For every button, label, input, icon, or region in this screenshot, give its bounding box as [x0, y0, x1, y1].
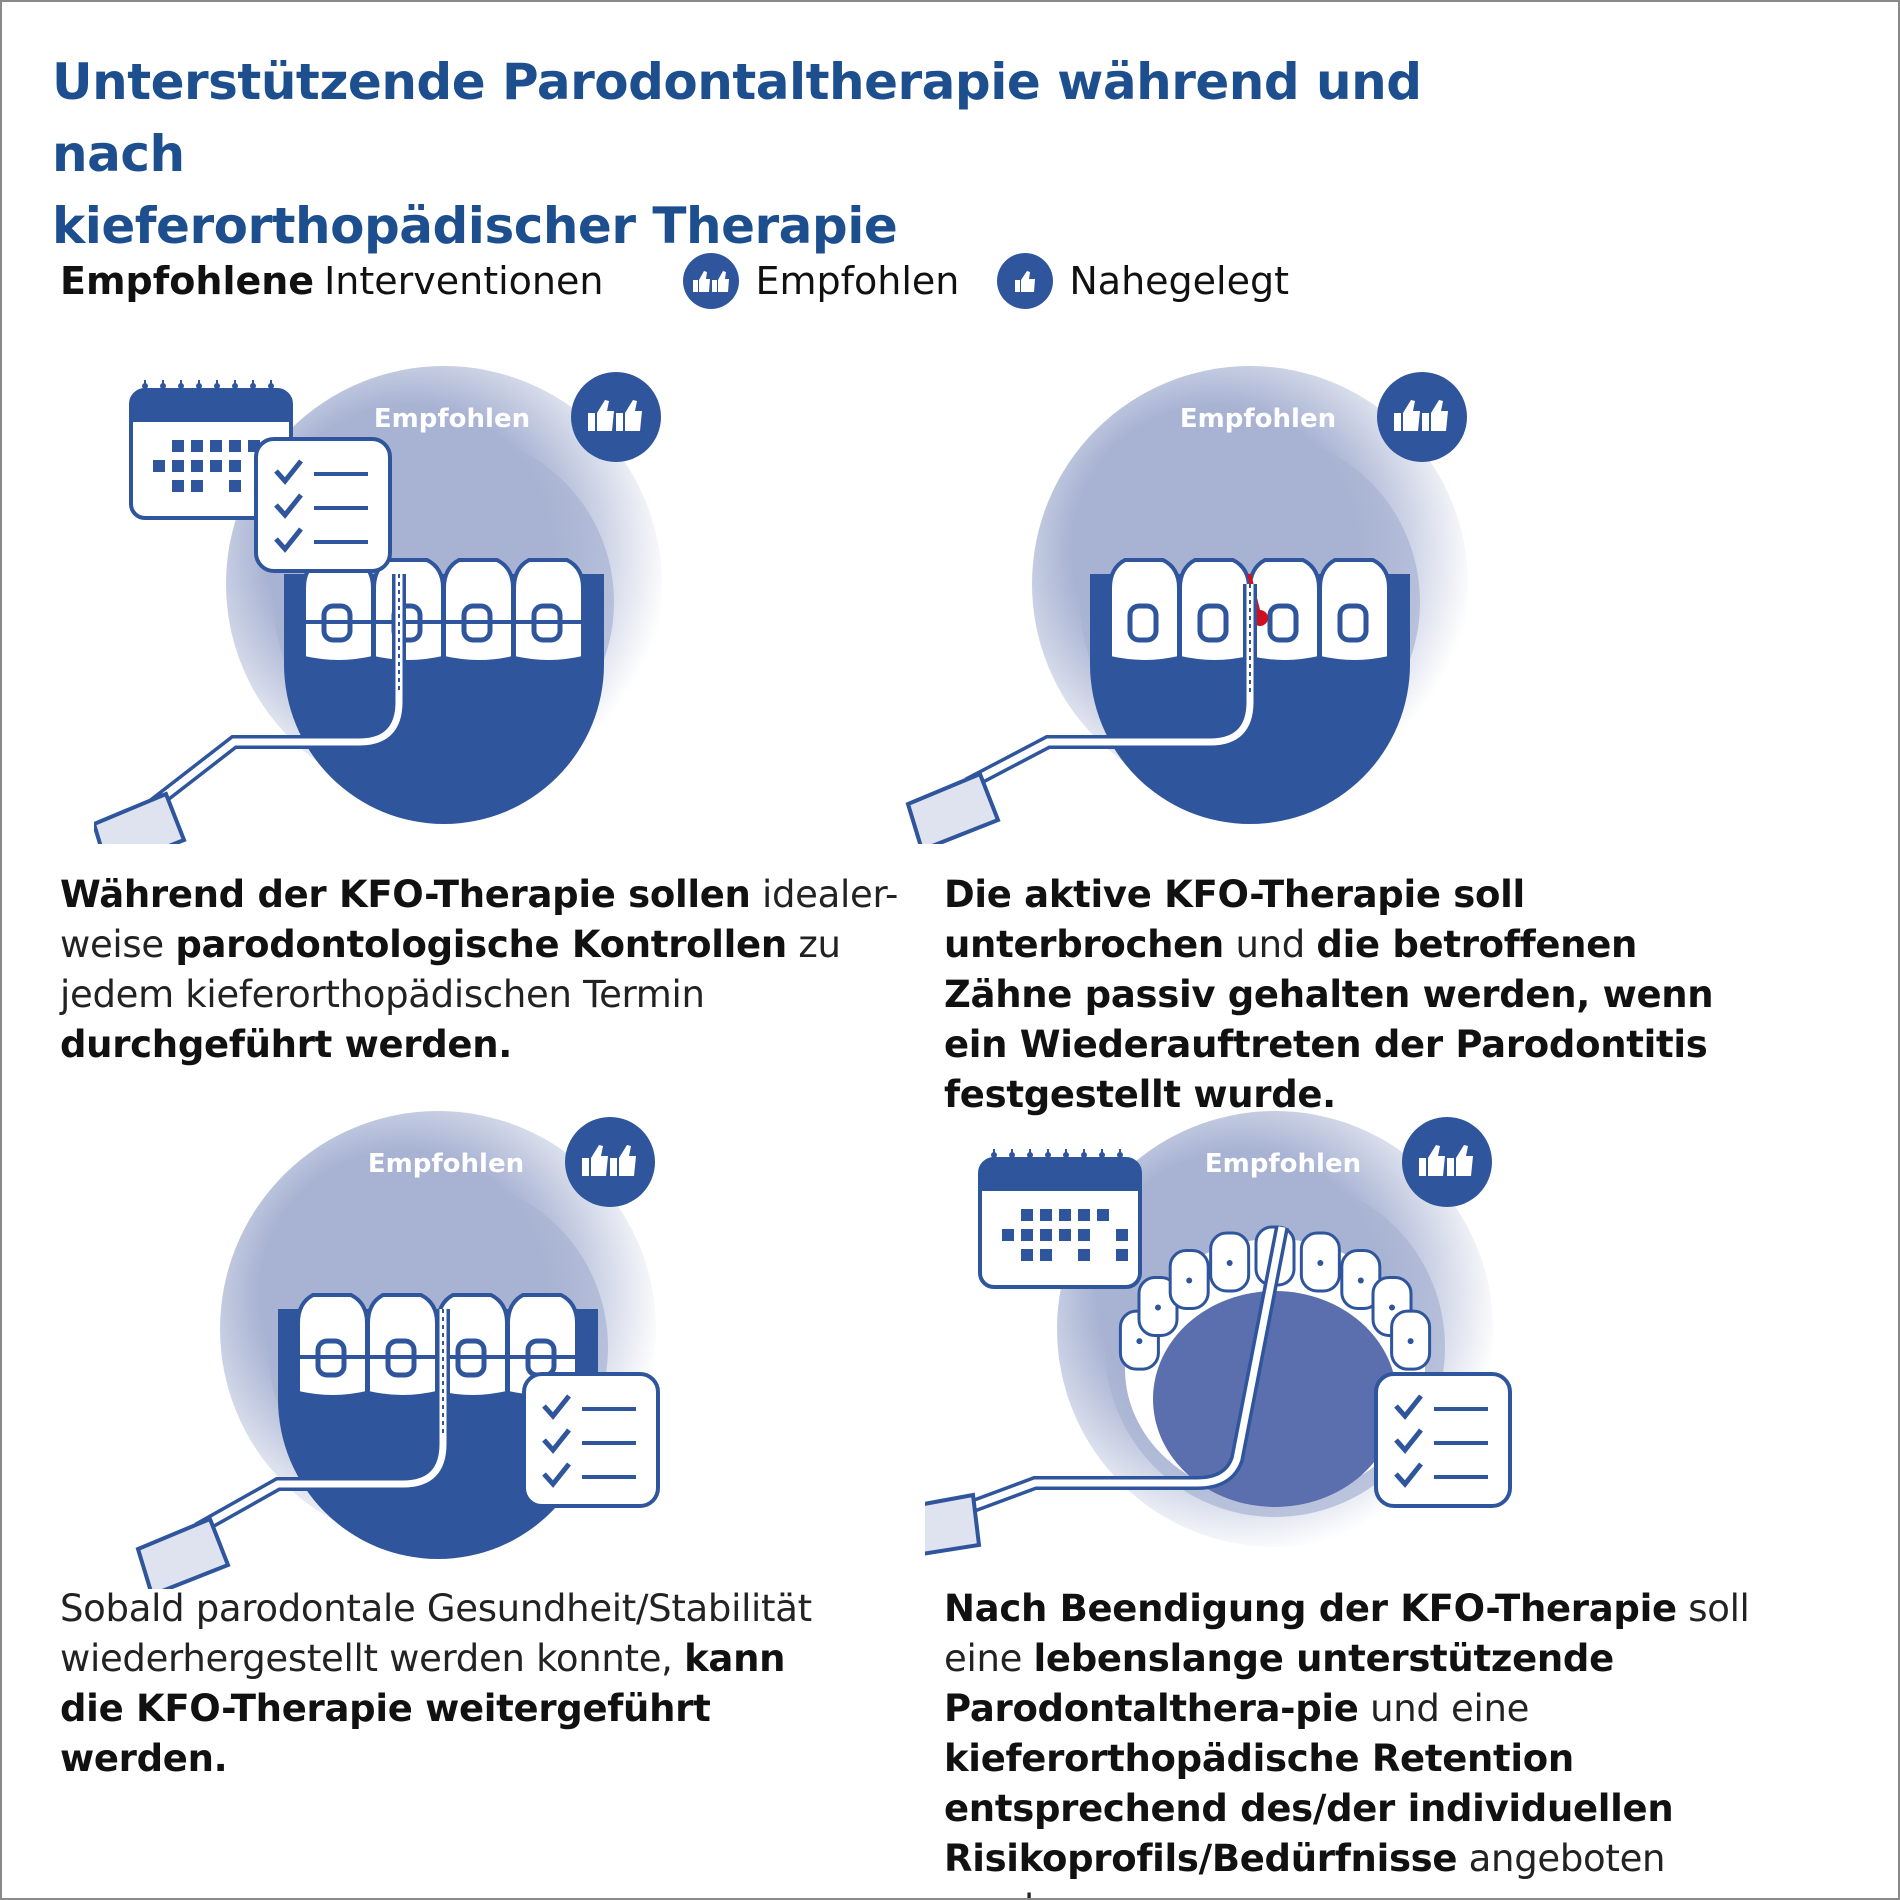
calendar-icon	[978, 1149, 1142, 1289]
panel-4-text: Nach Beendigung der KFO-Therapie soll ei…	[944, 1584, 1784, 1898]
panel-3-text: Sobald parodontale Gesundheit/Stabilität…	[60, 1584, 860, 1784]
legend-recommended-label: Empfohlen	[755, 259, 960, 303]
illustration-svg: Empfohlen	[894, 1111, 1512, 1560]
bold-text-segment: Während der KFO-Therapie sollen	[60, 873, 751, 916]
bold-text-segment: kann die KFO-Therapie weitergeführt werd…	[60, 1637, 786, 1780]
illustration-lifelong-support: Empfohlen	[894, 1029, 1625, 1589]
illustration-svg: Empfohlen	[905, 366, 1468, 853]
panel-1-text: Während der KFO-Therapie sollen idealer-…	[60, 870, 920, 1070]
badge-label: Empfohlen	[368, 1149, 524, 1179]
title-line-1: Unterstützende Parodontaltherapie währen…	[52, 53, 1422, 183]
bold-text-segment: Die aktive KFO-Therapie soll unterbroche…	[944, 873, 1525, 966]
double-thumbs-up-icon	[1402, 1117, 1492, 1207]
dental-arch-icon	[1118, 1225, 1432, 1507]
page-title: Unterstützende Parodontaltherapie währen…	[52, 46, 1552, 262]
checklist-icon	[1374, 1372, 1512, 1508]
legend: Empfohlene Interventionen Empfohlen Nahe…	[60, 253, 1289, 309]
text-segment: und	[1223, 923, 1317, 966]
double-thumbs-up-icon	[1377, 372, 1467, 462]
illustration-kfo-controls: Empfohlen	[91, 284, 794, 873]
bold-text-segment: kieferorthopädische Retention entspreche…	[944, 1737, 1674, 1880]
text-segment: zu jedem kieferorthopädischen Termin	[60, 923, 841, 1016]
text-segment: Sobald parodontale Gesundheit/Stabilität…	[60, 1587, 812, 1680]
text-segment: soll eine	[944, 1587, 1750, 1680]
legend-recommended: Empfohlen	[683, 253, 959, 309]
periodontal-probe-icon	[905, 584, 1257, 853]
illustration-continue-therapy: Empfohlen	[88, 1029, 788, 1598]
title-line-2: kieferorthopädischer Therapie	[52, 197, 898, 255]
legend-heading-bold: Empfohlene	[60, 259, 315, 303]
double-thumbs-up-icon	[571, 372, 661, 462]
legend-suggested: Nahegelegt	[997, 253, 1289, 309]
thumbs-up-icon	[997, 253, 1054, 309]
badge-label: Empfohlen	[374, 404, 530, 434]
legend-suggested-label: Nahegelegt	[1069, 259, 1290, 303]
calendar-icon	[129, 380, 293, 520]
bold-text-segment: Nach Beendigung der KFO-Therapie	[944, 1587, 1677, 1630]
badge-label: Empfohlen	[1180, 404, 1336, 434]
double-thumbs-up-icon	[565, 1117, 655, 1207]
bold-text-segment: lebenslange unterstützende Parodontalthe…	[944, 1637, 1614, 1730]
illustration-interrupt-therapy: Empfohlen	[900, 284, 1600, 853]
text-segment: und eine	[1358, 1687, 1530, 1730]
teeth-icon	[284, 558, 604, 824]
bold-text-segment: die betroffenen Zähne passiv gehalten we…	[944, 923, 1714, 1116]
text-segment: angeboten werden.	[944, 1837, 1666, 1898]
panel-2-text: Die aktive KFO-Therapie soll unterbroche…	[944, 870, 1764, 1120]
badge-label: Empfohlen	[1205, 1149, 1361, 1179]
periodontal-probe-icon	[135, 1309, 450, 1598]
text-segment: idealer-weise	[60, 873, 899, 966]
bold-text-segment: durchgeführt werden.	[60, 1023, 513, 1066]
double-thumbs-up-icon	[683, 253, 740, 309]
illustration-svg: Empfohlen	[135, 1111, 660, 1598]
legend-heading-rest: Interventionen	[324, 259, 604, 303]
illustration-svg: Empfohlen	[91, 366, 662, 873]
checklist-icon	[254, 437, 392, 573]
bold-text-segment: parodontologische Kontrollen	[175, 923, 787, 966]
checklist-icon	[522, 1372, 660, 1508]
